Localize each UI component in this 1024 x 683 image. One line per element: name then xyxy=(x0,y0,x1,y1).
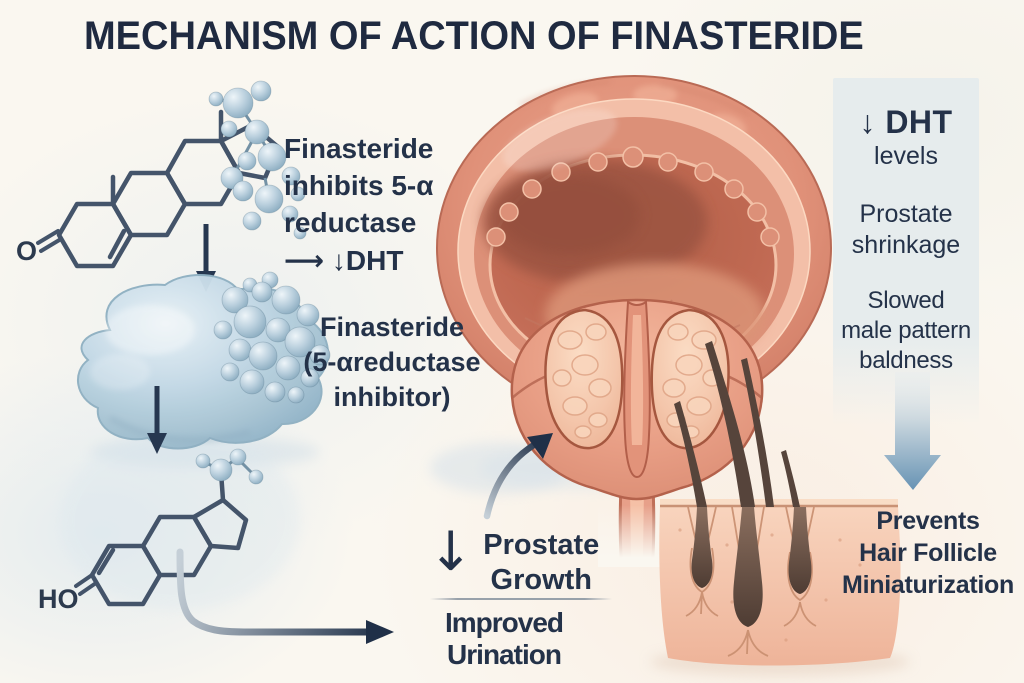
reductase-enzyme-blob xyxy=(77,271,331,450)
bladder-prostate-illustration xyxy=(436,75,832,567)
finasteride-ball-stick-model xyxy=(208,80,307,240)
dht-methyl-ball-cluster xyxy=(195,448,264,485)
testosterone-structure xyxy=(36,109,281,269)
dht-subtitle: levels xyxy=(874,142,938,170)
arrow-dht-to-urination xyxy=(176,548,394,644)
prostatic-urethra xyxy=(623,300,651,479)
dht-heading: ↓ DHT xyxy=(859,104,953,140)
down-arrow-glyph: ↓ xyxy=(428,520,474,583)
skin-pores xyxy=(678,528,862,642)
prostate-growth-outcome: ↓ Prostate Growth xyxy=(428,524,599,598)
effects-panel: ↓ DHT levels Prostate shrinkage Slowed m… xyxy=(833,78,979,424)
outcome-divider-line xyxy=(430,598,612,600)
bladder-rugae-scallops xyxy=(486,146,780,247)
page-title: MECHANISM OF ACTION OF FINASTERIDE xyxy=(84,14,864,58)
effects-down-arrow xyxy=(884,372,941,490)
ketone-oxygen-label: O xyxy=(16,236,38,266)
hair-follicles xyxy=(691,507,812,627)
inhibition-caption: Finasteride inhibits 5-α reductase ⟶ ↓DH… xyxy=(284,133,434,276)
effect-slowed-baldness: Slowed male pattern baldness xyxy=(841,287,971,375)
hair-follicle-illustration xyxy=(659,341,901,666)
improved-urination-label: Improved Urination xyxy=(444,607,564,670)
arrow-enzyme-to-dht xyxy=(147,386,167,454)
soft-shadows xyxy=(60,430,910,676)
dht-structure xyxy=(74,469,249,607)
arrow-growth-to-prostate xyxy=(483,433,553,520)
hair-outcome-label: Prevents Hair Follicle Miniaturization xyxy=(842,507,1014,599)
enzyme-caption: Finasteride (5-αreductase inhibitor) xyxy=(303,312,481,413)
hydroxyl-label: HO xyxy=(38,584,79,614)
urethra-tube xyxy=(598,484,674,567)
hair-shafts xyxy=(674,341,800,507)
substrate-ball-cluster xyxy=(213,271,331,404)
prostate-growth-label: Prostate Growth xyxy=(483,529,600,596)
effect-prostate-shrinkage: Prostate shrinkage xyxy=(851,200,961,259)
